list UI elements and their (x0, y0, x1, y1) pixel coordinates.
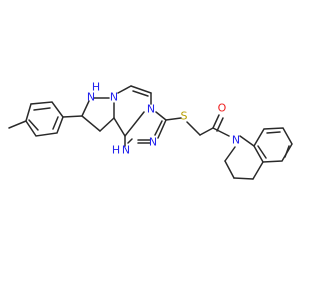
bond-benzo-inner-1 (257, 145, 267, 159)
atom-labels: N H N N N H N S O N (87, 81, 240, 157)
pyrazolidine-nh-h-label: H (92, 81, 100, 94)
bond-n-ch (117, 85, 132, 94)
bond-n-ar (239, 135, 255, 147)
pyrazolidine-n-label: N (110, 91, 118, 104)
bond-c-tz-s (165, 117, 182, 121)
pyrazolidine-nh-n-label: N (87, 91, 95, 104)
bond-c9-c3 (99, 117, 115, 132)
bond-c9-c10 (113, 117, 126, 137)
bond-benzo-inner-2 (284, 145, 290, 158)
bond-n-nh (127, 138, 133, 144)
quinoline-n-label: N (232, 134, 240, 147)
bond-tolyl-inner-3 (28, 119, 39, 131)
bond-c3-c2 (81, 115, 101, 132)
bond-c-tz-n (157, 119, 167, 139)
bond-c-tz-n-double (154, 120, 163, 136)
bond-ch-ch-double (132, 90, 149, 97)
triazole-nh-n-label: N (122, 144, 130, 157)
benzo-ring (253, 127, 293, 163)
bond-c2-nh (81, 100, 90, 117)
bond-n-ch2-a (224, 146, 236, 162)
bond-ch2-ar (252, 161, 264, 180)
bond-ch2-co (199, 127, 214, 136)
bond-s-ch2 (186, 121, 201, 136)
carbonyl-oxygen-label: O (218, 102, 227, 115)
bond-c-o (212, 114, 220, 129)
bond-benzo-inner-3 (266, 131, 281, 134)
bond-ch2-ch2-b (233, 177, 254, 180)
triazole-n-bridge-label: N (147, 103, 155, 116)
bonds (8, 85, 293, 180)
bond-ch-ch (130, 85, 152, 94)
bond-c10-n (124, 111, 145, 137)
bond-tolyl-pyrazolidine (62, 115, 83, 118)
triazole-n-label: N (149, 136, 157, 149)
triazole-nh-h-label: H (112, 144, 120, 157)
bond-n-c-tz (155, 111, 167, 121)
bond-tolyl-inner-1 (33, 107, 51, 111)
sulfur-label: S (181, 110, 188, 123)
bond-methyl (8, 120, 27, 129)
bond-co-n (212, 127, 230, 137)
molecule-structure: N H N N N H N S O N (8, 81, 293, 180)
bond-ch2-ch2-a (224, 160, 235, 179)
bond-c-o-double (216, 117, 224, 132)
bond-tolyl-inner-2 (52, 116, 59, 130)
